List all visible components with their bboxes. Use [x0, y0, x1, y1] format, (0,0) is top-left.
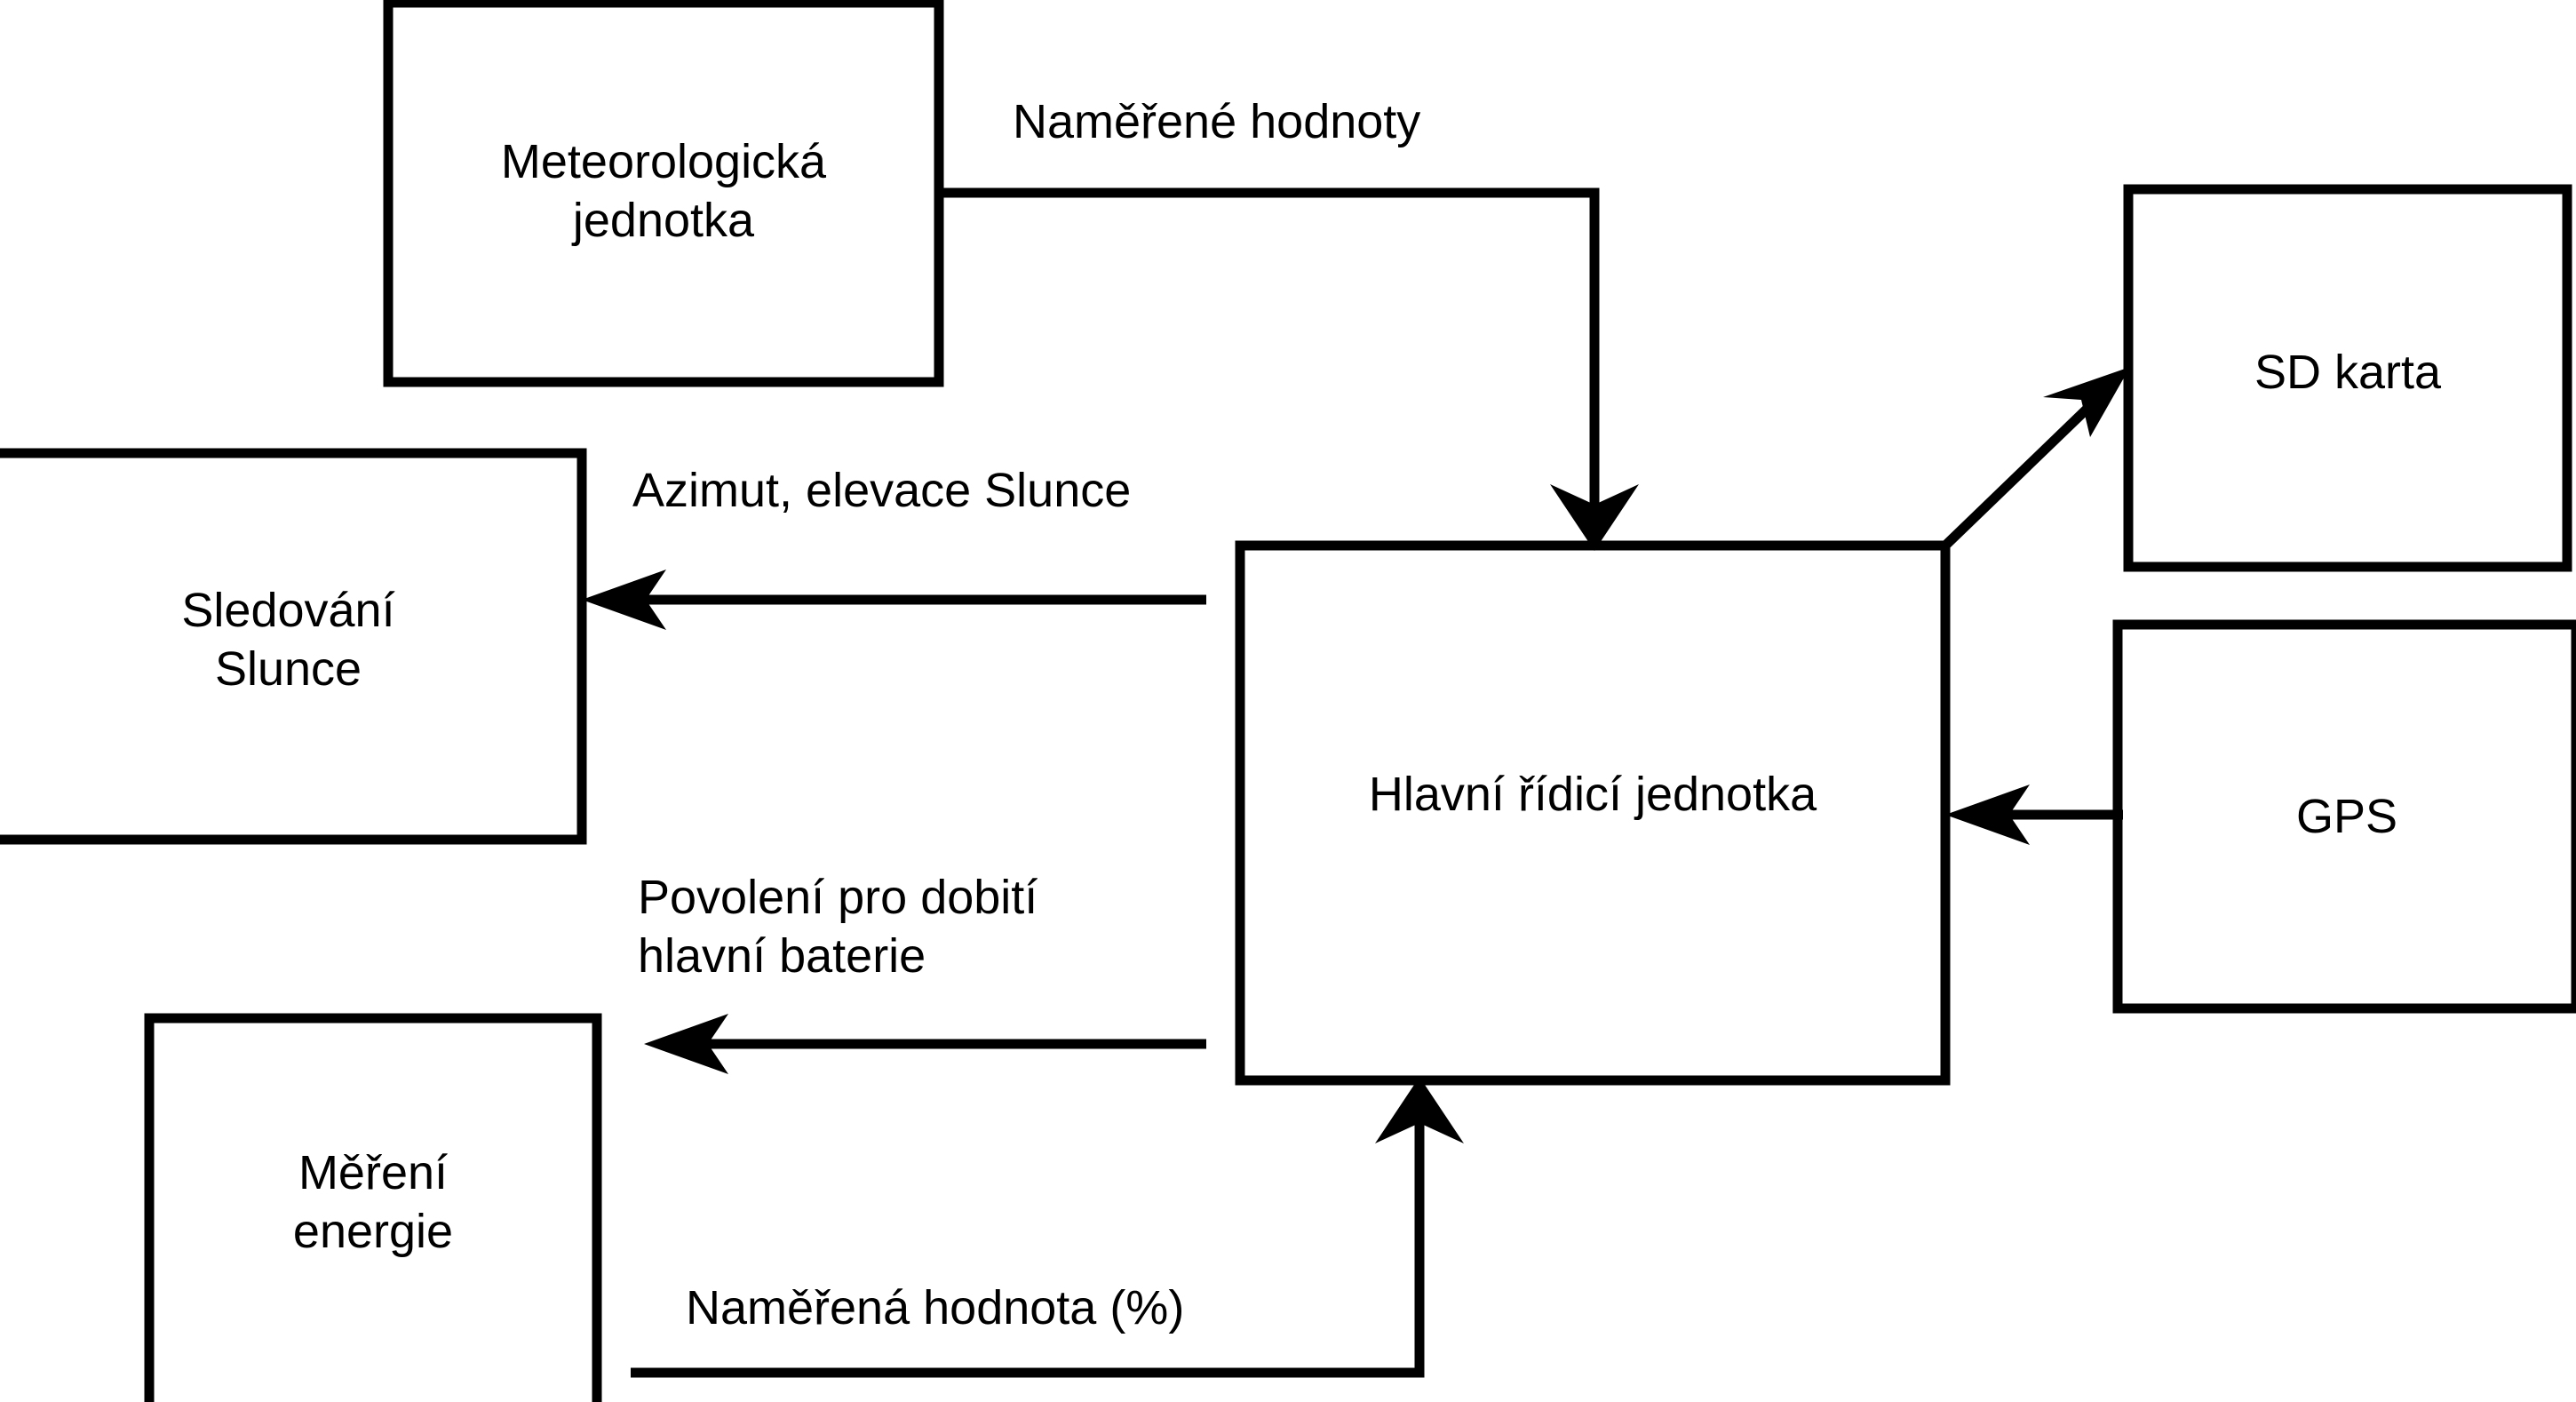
node-box-gps[interactable]: [2112, 619, 2576, 1014]
arrowhead-left-icon: [1945, 785, 2030, 845]
edge-line-main-to-sd-card: [1942, 396, 2100, 549]
edge-line-meteorological-to-main: [939, 187, 1600, 515]
edge-main-to-sun-tracking: [582, 570, 1206, 630]
edge-meteorological-to-main: [939, 187, 1639, 551]
node-box-sd-card[interactable]: [2123, 184, 2572, 572]
arrowhead-up-icon: [1375, 1077, 1464, 1143]
edge-main-to-sd-card: [1942, 367, 2130, 549]
edge-line-energy-measurement-to-main: [631, 1115, 1425, 1378]
arrowhead-up-right-icon: [2043, 367, 2130, 437]
node-box-main-control-unit[interactable]: [1235, 540, 1951, 1086]
node-box-meteorological-unit[interactable]: [383, 0, 944, 387]
node-box-sun-tracking[interactable]: [0, 448, 587, 845]
arrowhead-left-icon: [582, 570, 666, 630]
edge-gps-to-main: [1945, 785, 2123, 845]
edge-main-to-energy-measurement: [644, 1014, 1206, 1074]
node-box-energy-measurement[interactable]: [144, 1013, 602, 1402]
arrowhead-left-icon: [644, 1014, 728, 1074]
arrowhead-down-icon: [1550, 484, 1639, 551]
edge-energy-measurement-to-main: [631, 1077, 1464, 1378]
